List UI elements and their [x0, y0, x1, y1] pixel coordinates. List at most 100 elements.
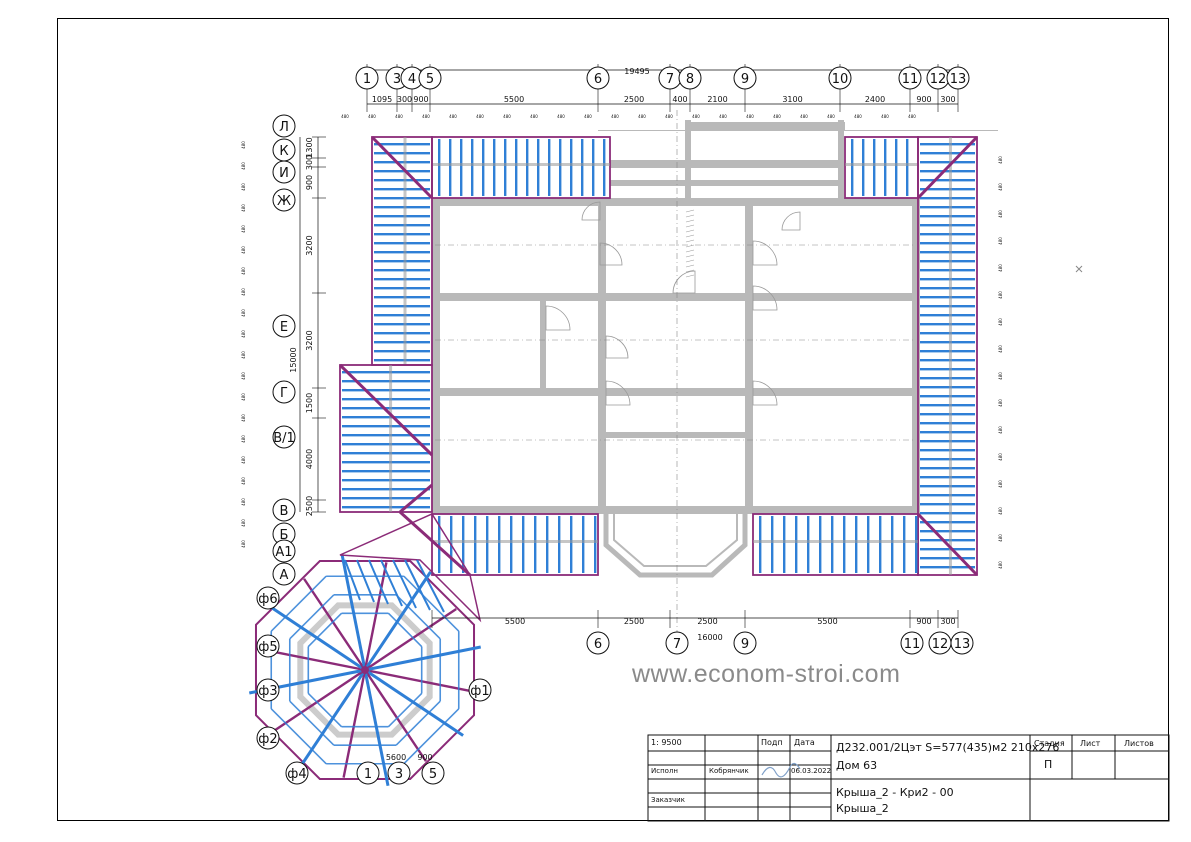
dim-left-value: 4000 [305, 449, 314, 469]
right-wing-outline [917, 136, 978, 576]
axis-top-10-label: 10 [832, 72, 849, 87]
octagon-apex [361, 666, 369, 674]
octagon-rafter [298, 669, 367, 769]
axis-top-9-label: 9 [741, 72, 749, 87]
roof-layer [248, 135, 979, 787]
rafter [546, 516, 549, 573]
stair-hatch [685, 249, 695, 253]
customer-label: Заказчик [651, 796, 685, 804]
axis-bottom-11-label: 11 [904, 637, 921, 652]
axis-top-13-label: 13 [950, 72, 967, 87]
dim-small-top: 480 [800, 114, 808, 119]
rafter [342, 425, 430, 428]
octagon-rafter [364, 645, 482, 672]
hip-rafter [399, 483, 433, 514]
dim-top-value: 900 [413, 95, 428, 104]
rafter [537, 139, 540, 196]
cross-mark [1075, 265, 1083, 273]
rafter [903, 516, 906, 573]
dim-total-width: 19495 [624, 67, 649, 76]
dim-left-value: 3200 [305, 330, 314, 350]
rafter [374, 323, 430, 326]
axis-row-8-label: Б [280, 528, 289, 543]
dim-top-value: 2100 [707, 95, 727, 104]
rafter [920, 404, 975, 407]
axis-top-12-label: 12 [930, 72, 947, 87]
rafter [342, 488, 430, 491]
axis-row-5-label: Г [280, 386, 288, 401]
axis-row-10 [272, 562, 296, 586]
axis-oct-bottom-1-label: 1 [364, 767, 372, 782]
rafter [603, 139, 606, 196]
dim-small-top: 480 [611, 114, 619, 119]
rafter [862, 139, 865, 196]
rafter [374, 296, 430, 299]
dim-small-right: 480 [998, 534, 1003, 542]
dim-small-left: 480 [241, 183, 246, 191]
dim-small-right: 480 [998, 183, 1003, 191]
left-lower-wing-outline [339, 364, 433, 513]
rafter [920, 530, 975, 533]
rafter [510, 516, 513, 573]
rafter [920, 512, 975, 515]
dim-small-right: 480 [998, 453, 1003, 461]
rafter [920, 188, 975, 191]
rafter [920, 170, 975, 173]
axis-oct-ф4 [285, 761, 309, 785]
axis-oct-ф6 [256, 586, 280, 610]
octagon-jack [270, 708, 327, 765]
dim-left-value: 1500 [305, 393, 314, 413]
axis-row-10-label: А [280, 568, 289, 583]
rafter [374, 314, 430, 317]
axis-oct-ф3 [256, 678, 280, 702]
dim-small-right: 480 [998, 291, 1003, 299]
dim-small-left: 480 [241, 330, 246, 338]
octagon-outline [254, 559, 476, 781]
door-swing [672, 270, 696, 294]
rafter [920, 566, 975, 569]
wall-segment [432, 198, 440, 514]
stair-hatch [685, 209, 695, 213]
dim-small-top: 480 [854, 114, 862, 119]
rafter [920, 458, 975, 461]
dim-top-value: 3100 [782, 95, 802, 104]
octagon-jack [395, 594, 441, 640]
octagon-rafter [364, 608, 457, 671]
stair-hatch [685, 229, 695, 233]
stair-hatch [685, 244, 695, 248]
axis-top-13 [946, 66, 970, 90]
rafter [920, 323, 975, 326]
axis-top-7-label: 7 [666, 72, 674, 87]
octagon-ring [297, 602, 433, 738]
dim-small-top: 480 [503, 114, 511, 119]
dim-small-top: 480 [584, 114, 592, 119]
axis-oct-ф5-label: ф5 [258, 640, 277, 655]
door-swing [605, 380, 631, 406]
dim-top-value: 5500 [504, 95, 524, 104]
dim-small-left: 480 [241, 456, 246, 464]
rafter [920, 395, 975, 398]
octagon-rafter [273, 669, 366, 732]
axis-oct-ф5 [256, 634, 280, 658]
stage-label: Стадия [1034, 739, 1065, 748]
wall-segment [432, 506, 918, 514]
rafter [582, 516, 585, 573]
axis-bottom-11 [900, 631, 924, 655]
signature-date: 06.03.2022 [791, 767, 832, 775]
axis-top-3-label: 3 [393, 72, 401, 87]
rafter [915, 516, 918, 573]
rafter [851, 139, 854, 196]
rafter [374, 269, 430, 272]
axis-bottom-6 [586, 631, 610, 655]
rafter [920, 350, 975, 353]
stair-hatch [685, 264, 695, 268]
dim-small-left: 480 [241, 393, 246, 401]
dim-small-right: 480 [998, 156, 1003, 164]
dim-bottom-value: 300 [940, 617, 955, 626]
rafter [891, 516, 894, 573]
rafter [342, 479, 430, 482]
axis-top-8-label: 8 [686, 72, 694, 87]
dim-top-value: 1095 [372, 95, 392, 104]
